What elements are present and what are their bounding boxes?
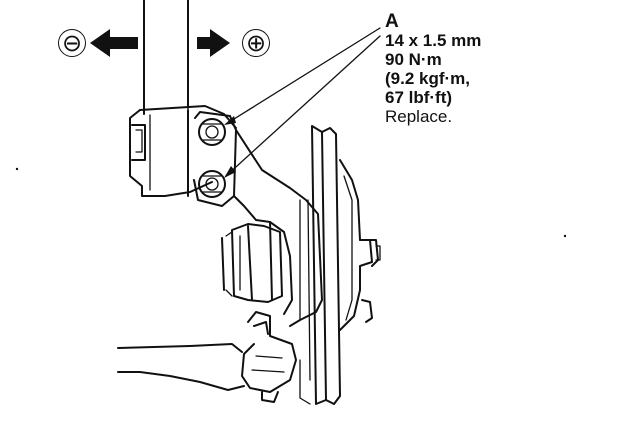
torque-kgf: (9.2 kgf·m, [385, 69, 471, 88]
arrow-right-icon [197, 29, 230, 57]
callout-reference-letter: A [385, 11, 399, 32]
scan-specks [15, 167, 567, 238]
torque-nm: 90 N·m [385, 50, 442, 69]
strut [143, 0, 189, 115]
knuckle [233, 129, 323, 327]
bolt-upper [198, 118, 226, 146]
bolt-lower [198, 170, 226, 198]
lower-arm [117, 343, 245, 391]
bracket [129, 105, 237, 207]
bushing [221, 223, 283, 303]
bolt-size: 14 x 1.5 mm [385, 31, 482, 50]
minus-icon: ⊖ [58, 29, 86, 57]
torque-lbf: 67 lbf·ft) [385, 88, 453, 107]
hub [339, 159, 381, 331]
ball-joint [241, 311, 297, 403]
brake-disc [299, 125, 341, 405]
plus-icon: ⊕ [242, 29, 270, 57]
arrow-left-icon [90, 29, 138, 57]
torque-callout: A 14 x 1.5 mm 90 N·m (9.2 kgf·m, 67 lbf·… [385, 12, 481, 126]
replace-note: Replace. [385, 107, 453, 126]
